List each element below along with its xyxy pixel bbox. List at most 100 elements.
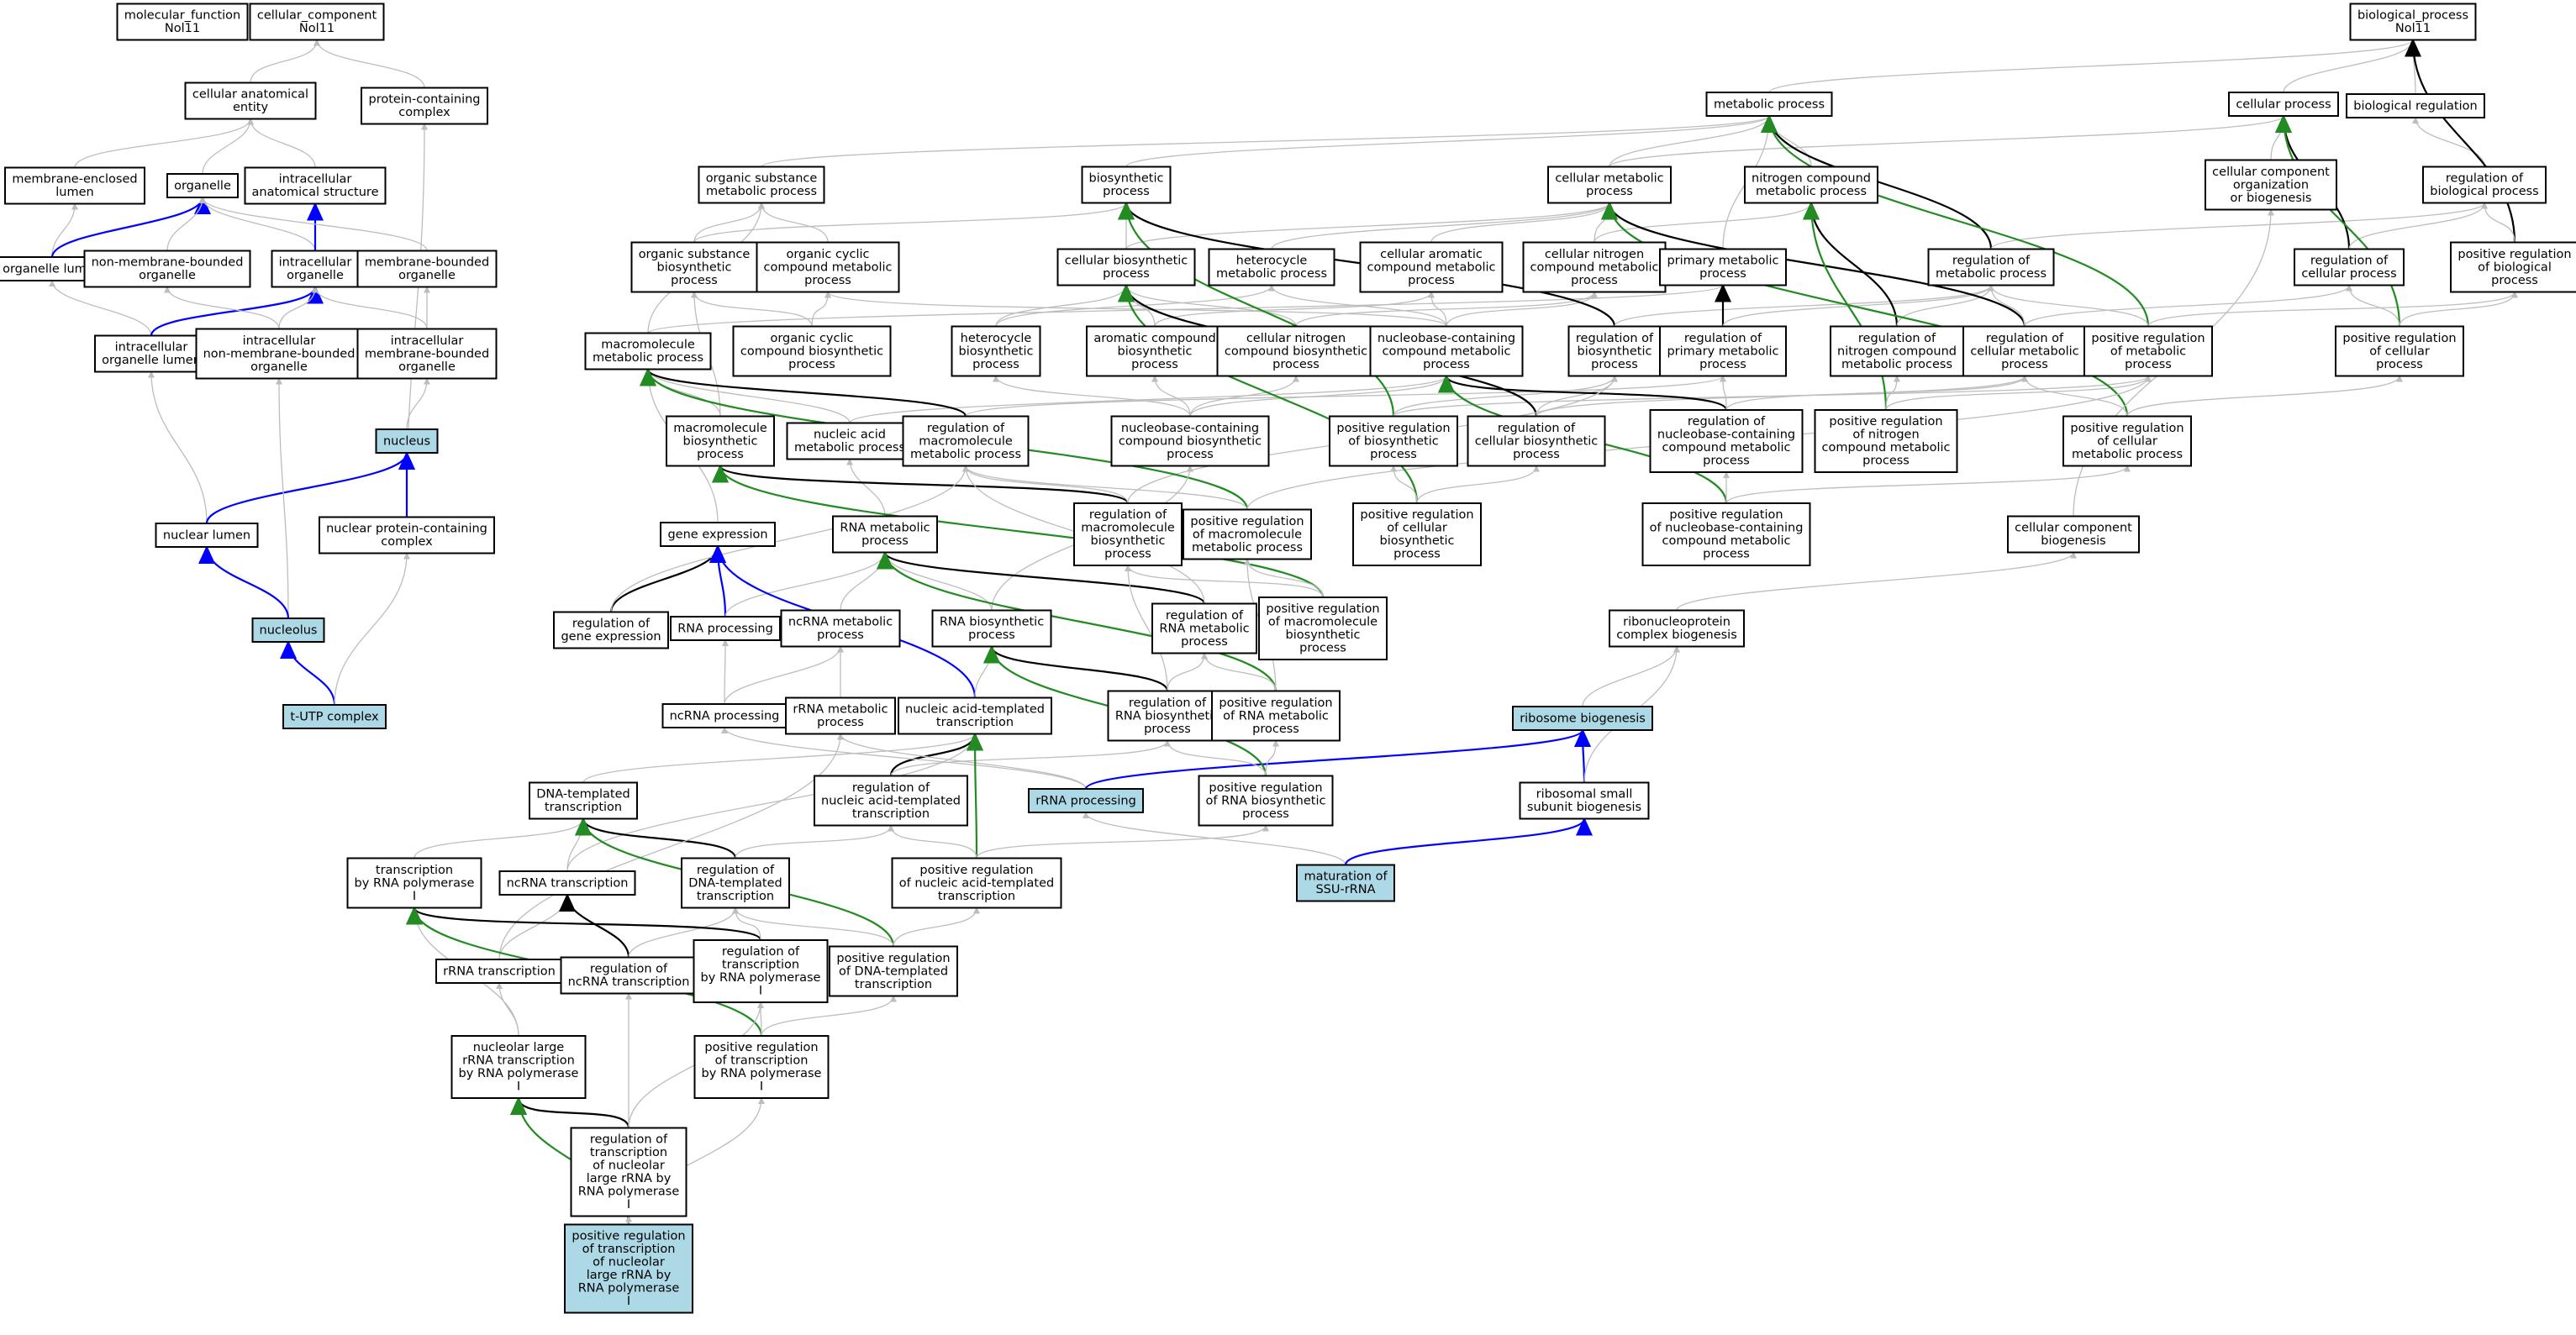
node-br[interactable]: biological regulation [2346,93,2485,118]
node-ge[interactable]: gene expression [660,522,776,547]
node-mp[interactable]: metabolic process [1705,92,1833,117]
node-box [94,334,208,373]
node-inmbo[interactable]: intracellularnon-membrane-boundedorganel… [195,328,363,380]
node-rmbsp[interactable]: regulation ofmacromoleculebiosyntheticpr… [1073,502,1183,566]
node-org[interactable]: organelle [166,173,239,198]
node-label-line: organelle [139,269,196,282]
node-nuc[interactable]: nucleus [375,428,439,454]
grey-edge-occmp-to-osmp [758,202,829,243]
node-nl[interactable]: nuclear lumen [155,523,259,548]
node-rnap[interactable]: RNA processing [670,616,781,641]
node-ncrnap[interactable]: ncRNA processing [661,703,788,728]
node-nucl[interactable]: nucleolus [251,618,325,643]
node-tutp[interactable]: t-UTP complex [282,704,387,729]
node-rrnap[interactable]: rRNA processing [1028,788,1144,813]
node-ncrnat[interactable]: ncRNA transcription [498,870,636,896]
node-rb[interactable]: ribosome biogenesis [1512,706,1653,731]
node-cp[interactable]: cellular process [2228,92,2339,117]
node-rrnat[interactable]: rRNA transcription [435,959,563,984]
node-rnbcmp[interactable]: regulation ofnucleobase-containingcompou… [1649,409,1804,473]
